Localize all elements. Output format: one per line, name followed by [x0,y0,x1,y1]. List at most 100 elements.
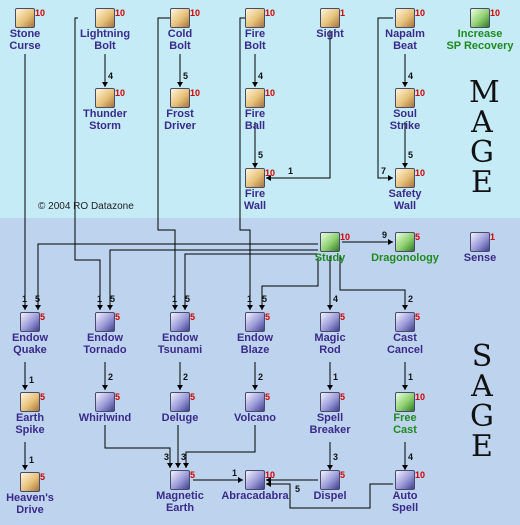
skill-max-level: 5 [190,312,196,322]
endow-quake-icon[interactable] [20,312,40,332]
skill-name: Wall [243,200,267,212]
skill-name: Fire [244,188,266,200]
cast-cancel-icon[interactable] [395,312,415,332]
endow-tornado-icon[interactable] [95,312,115,332]
fire-bolt-icon[interactable] [245,8,265,28]
skill-name: Spike [15,424,45,436]
skill-max-level: 10 [415,88,426,98]
skill-max-level: 5 [40,392,46,402]
fire-wall-icon[interactable] [245,168,265,188]
skill-name: Dispel [313,490,347,502]
req-level: 4 [408,452,414,462]
skill-max-level: 10 [415,8,426,18]
skill-name: Strike [389,120,421,132]
skill-name: Tornado [83,344,127,356]
skill-name: Thunder [83,108,127,120]
volcano-icon[interactable] [245,392,265,412]
safety-wall-icon[interactable] [395,168,415,188]
skill-name: Sense [463,252,497,264]
magnetic-earth-icon[interactable] [170,470,190,490]
skill-max-level: 5 [40,312,46,322]
skill-max-level: 10 [415,392,426,402]
thunder-storm-icon[interactable] [95,88,115,108]
frost-driver-icon[interactable] [170,88,190,108]
skill-max-level: 10 [490,8,501,18]
magic-rod-icon[interactable] [320,312,340,332]
spell-breaker-icon[interactable] [320,392,340,412]
stone-curse-icon[interactable] [15,8,35,28]
cold-bolt-icon[interactable] [170,8,190,28]
skill-name: Cancel [386,344,424,356]
skill-name: Sight [316,28,344,40]
fire-ball-icon[interactable] [245,88,265,108]
soul-strike-icon[interactable] [395,88,415,108]
sp-recovery-icon[interactable] [470,8,490,28]
skill-max-level: 10 [115,8,126,18]
auto-spell-icon[interactable] [395,470,415,490]
dispel-icon[interactable] [320,470,340,490]
skill-max-level: 10 [340,232,351,242]
req-level: 3 [181,452,187,462]
endow-tsunami-icon[interactable] [170,312,190,332]
req-level: 5 [35,294,41,304]
skill-name: Free [393,412,417,424]
skill-name: Cast [393,424,417,436]
req-level: 5 [185,294,191,304]
skill-name: Blaze [240,344,270,356]
endow-blaze-icon[interactable] [245,312,265,332]
skill-name: Fire [244,108,266,120]
req-level: 1 [29,375,35,385]
earth-spike-icon[interactable] [20,392,40,412]
skill-max-level: 10 [35,8,46,18]
napalm-beat-icon[interactable] [395,8,415,28]
sight-icon[interactable] [320,8,340,28]
skill-name: Beat [393,40,417,52]
skill-max-level: 10 [190,8,201,18]
study-icon[interactable] [320,232,340,252]
lightning-bolt-icon[interactable] [95,8,115,28]
free-cast-icon[interactable] [395,392,415,412]
sense-icon[interactable] [470,232,490,252]
dragonology-icon[interactable] [395,232,415,252]
skill-name: Soul [393,108,417,120]
skill-max-level: 5 [115,392,121,402]
deluge-icon[interactable] [170,392,190,412]
heavens-drive-icon[interactable] [20,472,40,492]
abracadabra-icon[interactable] [245,470,265,490]
skill-name: Auto [392,490,418,502]
whirlwind-icon[interactable] [95,392,115,412]
